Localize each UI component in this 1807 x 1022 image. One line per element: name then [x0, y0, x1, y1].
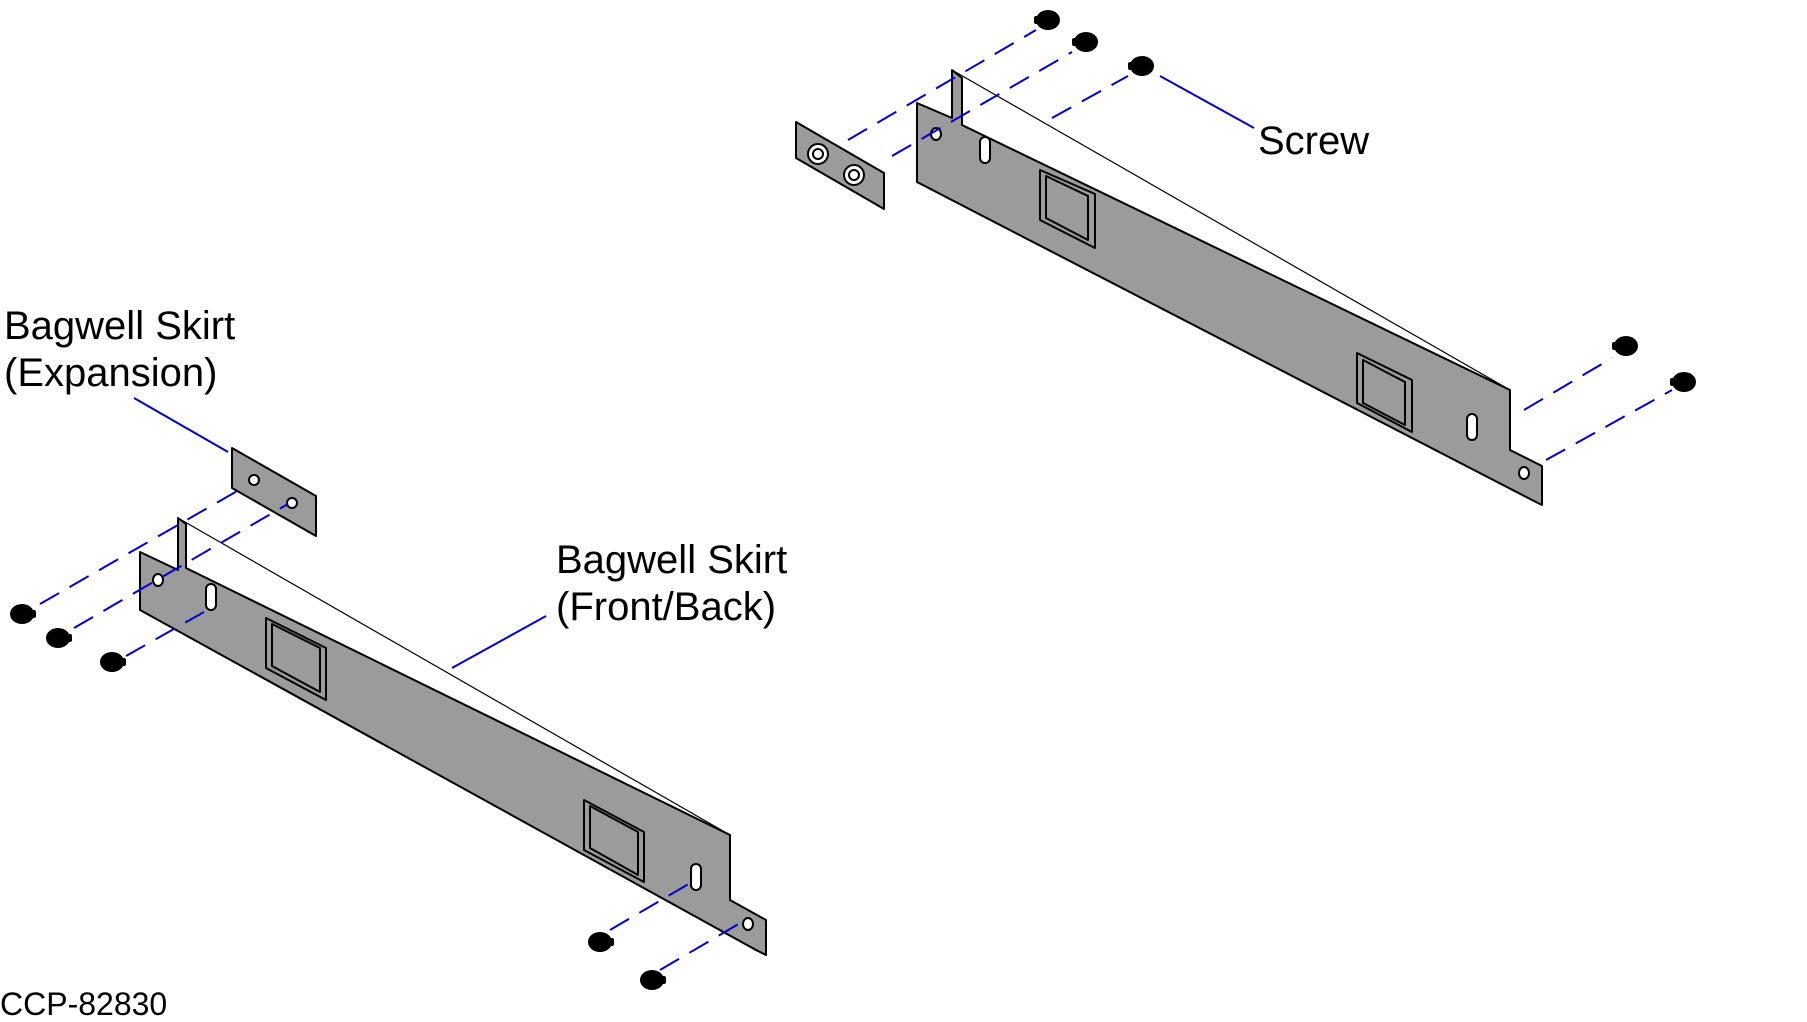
lower-assembly [10, 397, 767, 990]
front-back-skirt-callout: Bagwell Skirt (Front/Back) [556, 537, 787, 631]
upper-screws [1034, 10, 1696, 392]
screw-callout: Screw [1258, 118, 1369, 165]
front-back-skirt-label-line1: Bagwell Skirt [556, 538, 788, 582]
upper-alignment-lines [847, 29, 1673, 461]
front-back-leader-line [451, 615, 547, 669]
screw-icon [10, 604, 36, 624]
figure-id: CCP-82830 [0, 986, 168, 1022]
expansion-leader-line [133, 397, 229, 453]
lower-screws [10, 604, 666, 990]
expansion-skirt-callout: Bagwell Skirt (Expansion) [4, 303, 235, 397]
screw-icon [1128, 56, 1154, 76]
screw-icon [1612, 336, 1638, 356]
screw-icon [1072, 32, 1098, 52]
screw-icon [1034, 10, 1060, 30]
lower-alignment-lines [39, 485, 743, 971]
expansion-skirt-label-line1: Bagwell Skirt [4, 304, 236, 348]
screw-label: Screw [1258, 119, 1370, 163]
screw-icon [640, 970, 666, 990]
screw-icon [588, 932, 614, 952]
screw-icon [46, 628, 72, 648]
upper-skirt-plate [916, 69, 1543, 506]
upper-assembly [795, 10, 1696, 506]
screw-icon [100, 652, 126, 672]
lower-skirt-plate [139, 517, 767, 956]
screw-leader-line [1159, 75, 1255, 129]
screw-icon [1670, 372, 1696, 392]
front-back-skirt-label-line2: (Front/Back) [556, 585, 777, 629]
lower-expansion-plate [231, 447, 317, 537]
upper-expansion-plate [795, 121, 885, 210]
expansion-skirt-label-line2: (Expansion) [4, 351, 218, 395]
